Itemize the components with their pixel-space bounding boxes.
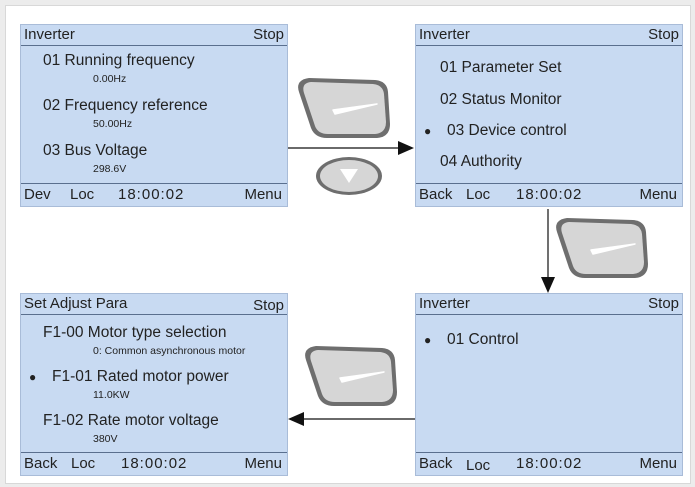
screen-set-adjust-para: Set Adjust Para Stop F1-00 Motor type se… xyxy=(20,293,288,476)
status-label: Stop xyxy=(648,295,679,312)
list-item: 04 Authority xyxy=(440,153,522,170)
selection-bullet: ● xyxy=(29,370,37,384)
screen-title: Set Adjust Para xyxy=(24,295,128,312)
item-value: 380V xyxy=(93,433,118,445)
list-item-selected: 01 Control xyxy=(447,331,519,348)
footer-menu: Menu xyxy=(244,186,282,203)
screen-status-display: Inverter Stop 01 Running frequency 0.00H… xyxy=(20,24,288,207)
list-item: 03 Bus Voltage xyxy=(43,142,148,159)
footer-back: Back xyxy=(419,455,453,472)
status-label: Stop xyxy=(253,26,284,43)
footer-loc: Loc xyxy=(466,457,491,474)
list-item: F1-00 Motor type selection xyxy=(43,324,227,341)
title-divider xyxy=(416,314,682,315)
footer-loc: Loc xyxy=(70,186,95,203)
screen-title: Inverter xyxy=(419,26,470,43)
footer-back: Back xyxy=(419,186,453,203)
list-item: 01 Running frequency xyxy=(43,52,195,69)
footer-loc: Loc xyxy=(466,186,491,203)
selection-bullet: ● xyxy=(424,124,432,138)
list-item-selected: F1-01 Rated motor power xyxy=(52,368,229,385)
footer-divider xyxy=(21,183,287,184)
footer-divider xyxy=(21,452,287,453)
footer-divider xyxy=(416,452,682,453)
item-value: 298.6V xyxy=(93,163,127,175)
list-item: 02 Frequency reference xyxy=(43,97,208,114)
screen-title: Inverter xyxy=(24,26,75,43)
footer-time: 18:00:02 xyxy=(516,455,583,472)
enter-key-icon xyxy=(556,218,648,278)
footer-time: 18:00:02 xyxy=(118,186,185,203)
title-divider xyxy=(416,45,682,46)
footer-menu: Menu xyxy=(639,186,677,203)
item-value: 0: Common asynchronous motor xyxy=(93,345,246,357)
footer-left-key: Dev xyxy=(24,186,51,203)
down-key-icon xyxy=(316,157,382,195)
footer-loc: Loc xyxy=(71,455,96,472)
list-item: F1-02 Rate motor voltage xyxy=(43,412,219,429)
footer-back: Back xyxy=(24,455,58,472)
item-value: 0.00Hz xyxy=(93,73,127,85)
enter-key-icon xyxy=(298,78,390,138)
status-label: Stop xyxy=(648,26,679,43)
status-label: Stop xyxy=(253,297,284,314)
item-value: 11.0KW xyxy=(93,389,130,401)
footer-menu: Menu xyxy=(639,455,677,472)
footer-menu: Menu xyxy=(244,455,282,472)
arrow-right xyxy=(288,141,414,155)
title-divider xyxy=(21,314,287,315)
item-value: 50.00Hz xyxy=(93,118,133,130)
arrow-down xyxy=(541,209,555,293)
title-divider xyxy=(21,45,287,46)
screen-title: Inverter xyxy=(419,295,470,312)
enter-key-icon xyxy=(305,346,397,406)
screen-device-control: Inverter Stop ● 01 Control Back Loc 18:0… xyxy=(415,293,683,476)
footer-divider xyxy=(416,183,682,184)
selection-bullet: ● xyxy=(424,333,432,347)
footer-time: 18:00:02 xyxy=(516,186,583,203)
list-item: 02 Status Monitor xyxy=(440,91,562,108)
list-item-selected: 03 Device control xyxy=(447,122,567,139)
screen-main-menu: Inverter Stop 01 Parameter Set 02 Status… xyxy=(415,24,683,207)
list-item: 01 Parameter Set xyxy=(440,59,562,76)
footer-time: 18:00:02 xyxy=(121,455,188,472)
arrow-left xyxy=(288,412,415,426)
